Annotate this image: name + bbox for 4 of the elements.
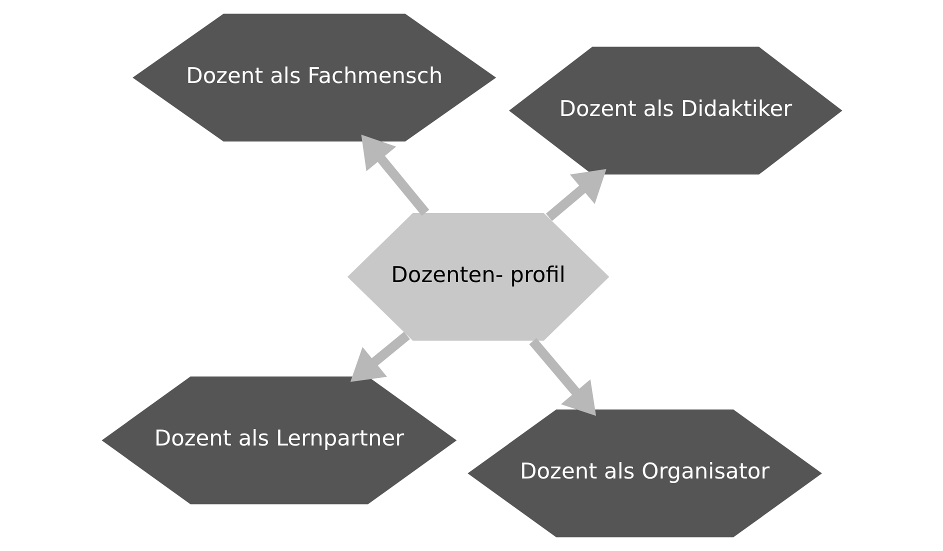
- arrow: [528, 338, 596, 416]
- arrow: [545, 168, 606, 221]
- arrow: [360, 134, 429, 216]
- arrow: [350, 332, 410, 382]
